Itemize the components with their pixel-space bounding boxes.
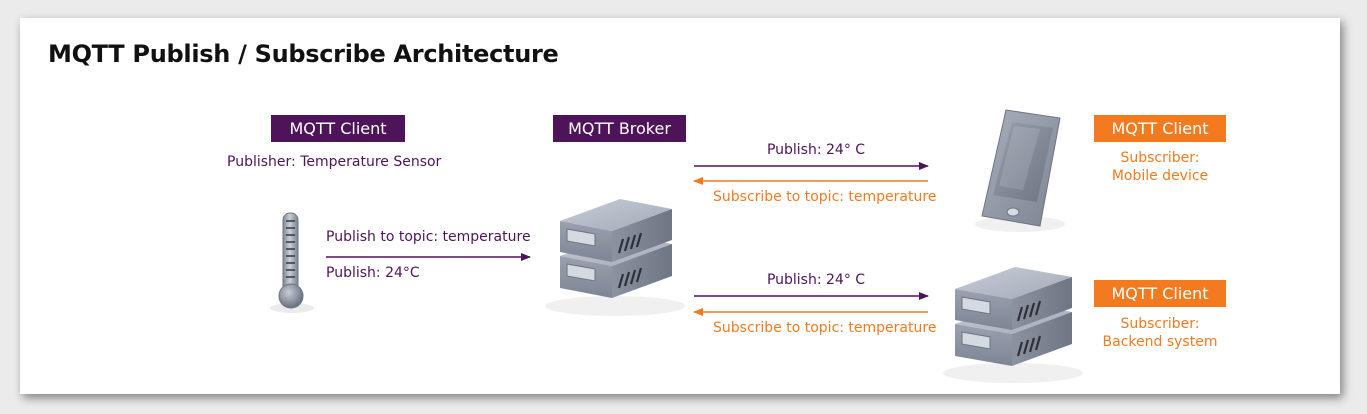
smartphone-icon	[975, 109, 1065, 232]
backend-server-icon	[943, 267, 1083, 383]
diagram-card: MQTT Publish / Subscribe Architecture	[20, 18, 1340, 394]
publisher-client-tag: MQTT Client	[271, 115, 405, 142]
publish-topic-label: Publish to topic: temperature	[326, 229, 531, 245]
backend-publish-label: Publish: 24° C	[766, 272, 866, 288]
publisher-caption: Publisher: Temperature Sensor	[227, 154, 442, 170]
backend-client-tag: MQTT Client	[1094, 280, 1226, 307]
diagram-graphics	[270, 109, 1083, 383]
mobile-client-tag: MQTT Client	[1094, 115, 1226, 142]
backend-caption-line1: Subscriber:	[1120, 316, 1200, 332]
backend-caption-line2: Backend system	[1102, 334, 1218, 350]
broker-tag: MQTT Broker	[553, 115, 686, 142]
mobile-subscribe-label: Subscribe to topic: temperature	[713, 189, 937, 205]
broker-server-icon	[545, 199, 685, 316]
thermometer-icon	[270, 212, 314, 313]
backend-subscribe-label: Subscribe to topic: temperature	[713, 320, 937, 336]
publish-value-label: Publish: 24°C	[326, 265, 420, 281]
mobile-caption-line2: Mobile device	[1111, 168, 1209, 184]
diagram-title: MQTT Publish / Subscribe Architecture	[48, 40, 559, 68]
mobile-caption-line1: Subscriber:	[1120, 150, 1200, 166]
mobile-publish-label: Publish: 24° C	[766, 142, 866, 158]
